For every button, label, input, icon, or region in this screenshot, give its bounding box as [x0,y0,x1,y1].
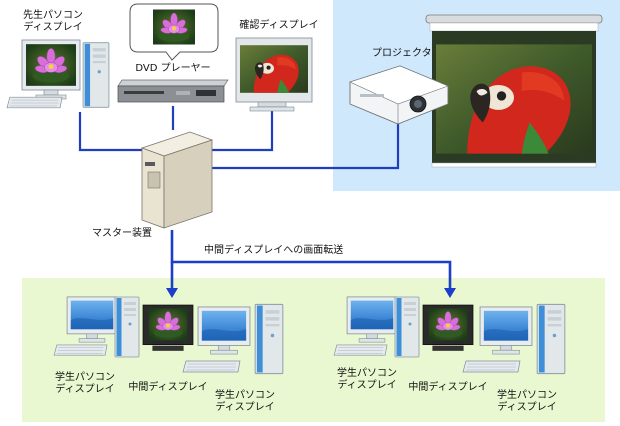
arrow-left-head [166,288,178,298]
student-display-label: 学生パソコン ディスプレイ [337,368,397,391]
keyboard-icon [462,360,521,373]
dvd-player-icon [117,79,229,103]
arrow-right-head [444,288,456,298]
student-display-label: 学生パソコン ディスプレイ [215,390,275,413]
pc-tower-icon [254,303,284,375]
master-device-label: マスター装置 [92,228,152,239]
pc-tower-icon [394,296,420,358]
teacher-display-label: 先生パソコン ディスプレイ [23,10,83,33]
transfer-arrows [166,230,456,298]
monitor-icon [21,39,81,100]
check-display [235,37,313,112]
projection-screen [425,14,603,168]
flower-image [153,9,195,45]
middle-display-label: 中間ディスプレイ [128,382,208,393]
projector-label: プロジェクタ [372,48,432,59]
dvd-player-label: DVD プレーヤー [135,63,211,74]
keyboard-icon [53,344,108,356]
parrot-image [240,45,308,93]
transfer-label: 中間ディスプレイへの画面転送 [204,245,344,256]
keyboard-icon [333,344,388,356]
pc-tower-icon [114,296,140,358]
middle-display-icon [423,305,473,351]
projector-icon [349,65,449,125]
check-display-label: 確認ディスプレイ [239,20,319,31]
middle-display-label: 中間ディスプレイ [408,382,488,393]
parrot-image [436,44,592,154]
middle-display-icon [143,305,193,351]
master-device-icon [140,131,214,229]
teacher-pc [6,39,110,109]
pc-tower-icon [82,42,110,108]
student-display-label: 学生パソコン ディスプレイ [497,390,557,413]
pc-tower-icon [536,303,566,375]
keyboard-icon [6,96,63,109]
student-display-label: 学生パソコン ディスプレイ [55,372,115,395]
keyboard-icon [182,360,241,373]
dvd-player [117,3,229,103]
cables [78,106,400,170]
